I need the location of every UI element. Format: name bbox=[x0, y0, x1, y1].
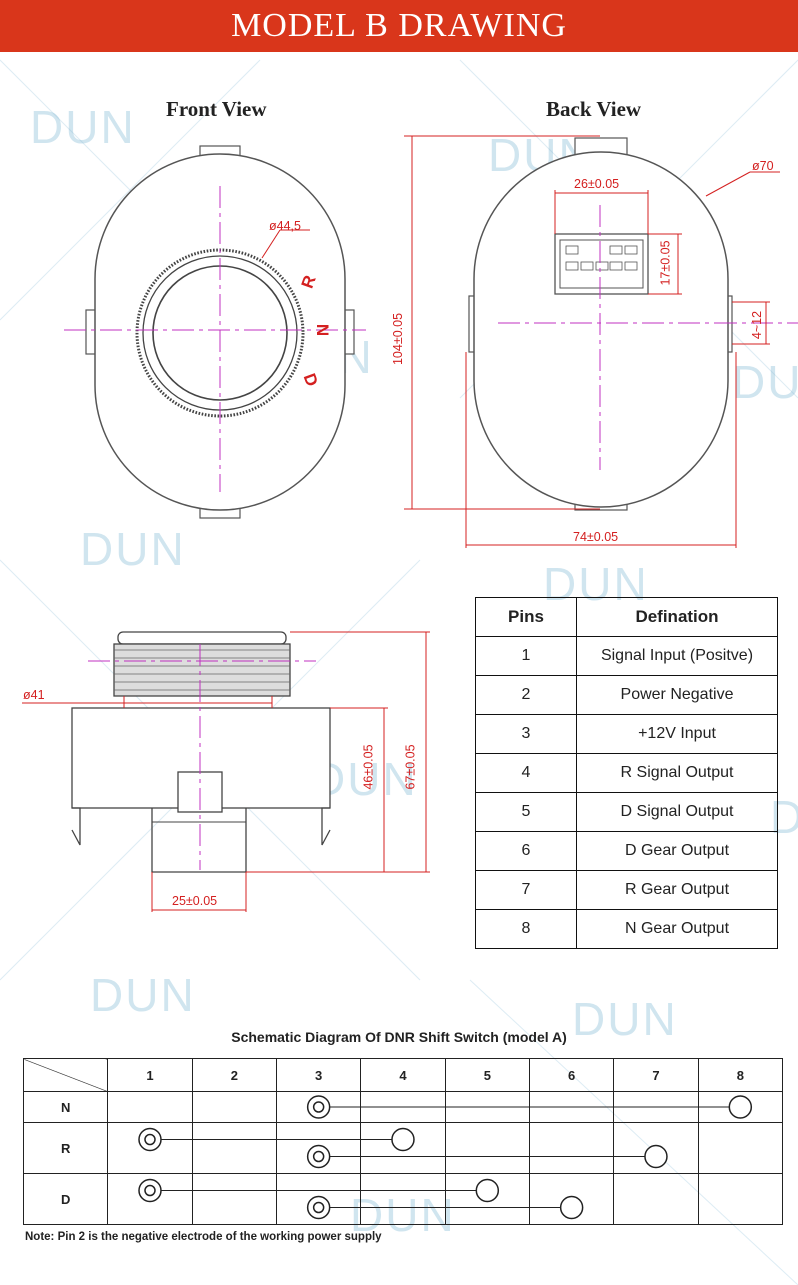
pin-definition: +12V Input bbox=[576, 714, 778, 754]
definition-header: Defination bbox=[576, 597, 778, 637]
schematic-row-label: R bbox=[22, 1122, 109, 1174]
dim-connector-height: 17±0.05 bbox=[658, 240, 673, 286]
pin-number: 3 bbox=[475, 714, 577, 754]
schematic-row-n: N bbox=[22, 1091, 784, 1123]
pin-number: 6 bbox=[475, 831, 577, 871]
dim-side-diameter: ø41 bbox=[23, 688, 45, 702]
page-title: MODEL B DRAWING bbox=[0, 0, 798, 52]
pin-number: 7 bbox=[475, 870, 577, 910]
pin-definition: D Signal Output bbox=[576, 792, 778, 832]
pins-header: Pins bbox=[475, 597, 577, 637]
schematic-col-header: 5 bbox=[444, 1058, 530, 1092]
pin-number: 2 bbox=[475, 675, 577, 715]
pin-number: 4 bbox=[475, 753, 577, 793]
pin-number: 5 bbox=[475, 792, 577, 832]
dim-side-height-67: 67±0.05 bbox=[403, 744, 418, 790]
front-view-drawing bbox=[64, 145, 366, 519]
schematic-row-d: D bbox=[22, 1173, 784, 1225]
schematic-corner-cell bbox=[22, 1058, 109, 1092]
pin-definition: N Gear Output bbox=[576, 909, 778, 949]
back-view-drawing bbox=[404, 135, 798, 548]
dim-connector-width: 26±0.05 bbox=[574, 177, 620, 191]
schematic-col-header: 1 bbox=[107, 1058, 193, 1092]
pin-definition: D Gear Output bbox=[576, 831, 778, 871]
dim-tab-range: 4~12 bbox=[750, 310, 765, 340]
pin-number: 1 bbox=[475, 636, 577, 676]
back-view-title: Back View bbox=[546, 97, 642, 121]
pin-number: 8 bbox=[475, 909, 577, 949]
dim-total-width: 74±0.05 bbox=[573, 530, 619, 544]
schematic-col-header: 7 bbox=[613, 1058, 699, 1092]
table-row: 3+12V Input bbox=[475, 714, 778, 754]
pin-definition: Signal Input (Positve) bbox=[576, 636, 778, 676]
dim-side-width: 25±0.05 bbox=[172, 894, 218, 908]
dim-side-height-46: 46±0.05 bbox=[361, 744, 376, 790]
schematic-col-header: 3 bbox=[275, 1058, 362, 1092]
schematic-col-header: 6 bbox=[528, 1058, 615, 1092]
side-view-drawing bbox=[22, 631, 430, 912]
schematic-row-label: N bbox=[22, 1091, 109, 1123]
pin-definition: R Gear Output bbox=[576, 870, 778, 910]
schematic-note: Note: Pin 2 is the negative electrode of… bbox=[25, 1231, 382, 1243]
schematic-row-r: R bbox=[22, 1122, 784, 1174]
pins-table-header-row: Pins Defination bbox=[475, 597, 778, 637]
front-view-title: Front View bbox=[166, 97, 267, 121]
dim-total-height: 104±0.05 bbox=[391, 312, 406, 366]
schematic-table: 1 2 3 4 5 6 7 8 N R D bbox=[22, 1058, 784, 1225]
schematic-row-label: D bbox=[22, 1173, 109, 1225]
gear-label-n: N bbox=[313, 323, 333, 337]
pin-definition: R Signal Output bbox=[576, 753, 778, 793]
dim-front-diameter: ø44,5 bbox=[269, 219, 301, 233]
schematic-col-header: 2 bbox=[191, 1058, 277, 1092]
schematic-col-header: 8 bbox=[697, 1058, 784, 1092]
schematic-title: Schematic Diagram Of DNR Shift Switch (m… bbox=[231, 1029, 567, 1045]
schematic-header-row: 1 2 3 4 5 6 7 8 bbox=[22, 1058, 784, 1092]
dim-back-diameter: ø70 bbox=[752, 159, 774, 173]
schematic-col-header: 4 bbox=[360, 1058, 446, 1092]
pin-definition: Power Negative bbox=[576, 675, 778, 715]
